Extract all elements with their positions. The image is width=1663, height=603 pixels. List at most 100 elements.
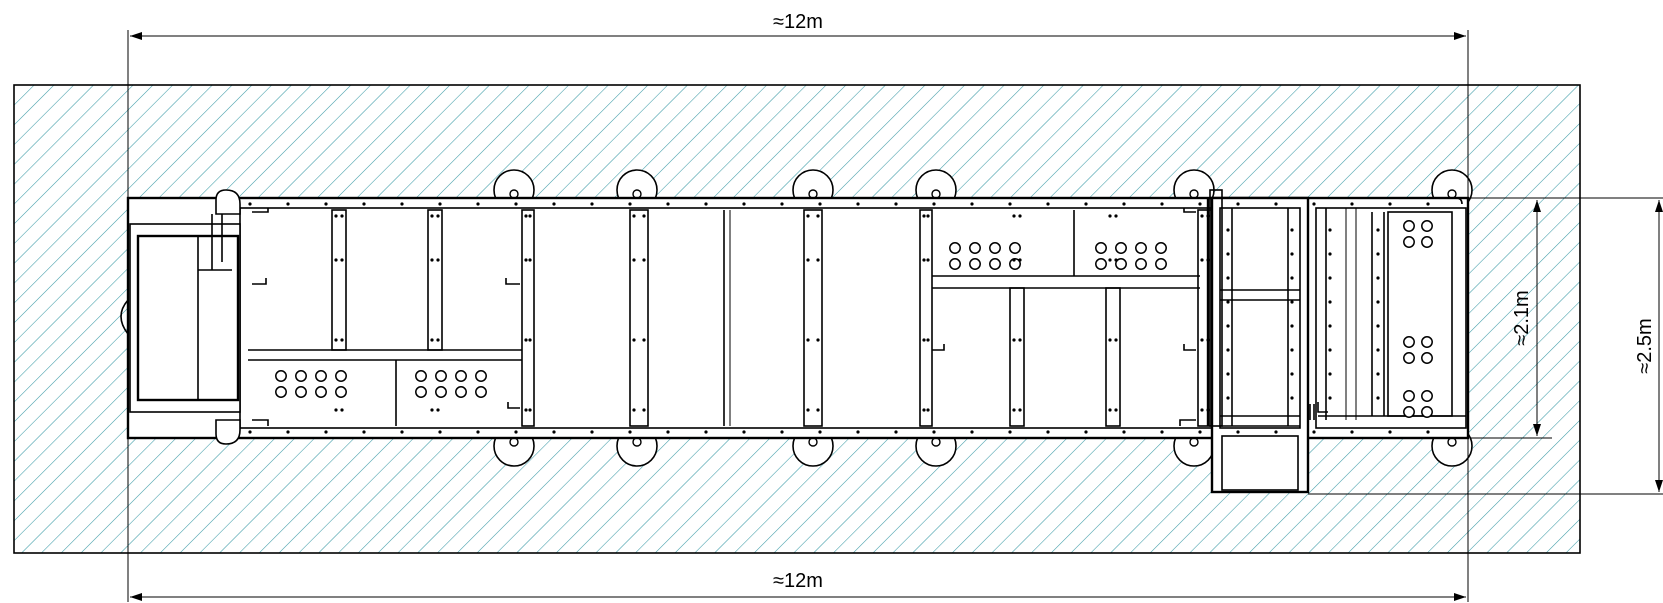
rivet [430, 338, 434, 342]
rivet [1122, 430, 1126, 434]
rivet [894, 430, 898, 434]
vent-hole [1421, 352, 1433, 364]
vent-hole [295, 386, 307, 398]
vent-hole [435, 386, 447, 398]
rivet [666, 430, 670, 434]
rivet [436, 214, 440, 218]
rivet [1290, 276, 1294, 280]
rivet [856, 202, 860, 206]
vent-hole [475, 386, 487, 398]
rivet [1388, 202, 1392, 206]
vent-hole [1009, 242, 1021, 254]
rivet [1274, 430, 1278, 434]
rivet [1328, 324, 1332, 328]
vent-hole [1155, 258, 1167, 270]
rivet [528, 214, 532, 218]
rivet [514, 202, 518, 206]
rivet [438, 202, 442, 206]
vent-hole [435, 370, 447, 382]
rivet [1290, 348, 1294, 352]
dimension-bottom-length: ≈12m [127, 438, 1469, 602]
rivet [1328, 372, 1332, 376]
rivet [642, 214, 646, 218]
rivet [1376, 324, 1380, 328]
rivet [818, 202, 822, 206]
rivet [362, 202, 366, 206]
rivet [1046, 202, 1050, 206]
rivet [1290, 228, 1294, 232]
rivet [1290, 324, 1294, 328]
rivet [780, 430, 784, 434]
rivet [922, 258, 926, 262]
rivet [1012, 258, 1016, 262]
rivet [1114, 258, 1118, 262]
vent-hole [1155, 242, 1167, 254]
rivet [1084, 430, 1088, 434]
rivet [1108, 408, 1112, 412]
rivet [590, 202, 594, 206]
rivet [632, 214, 636, 218]
rivet [742, 202, 746, 206]
rivet [926, 408, 930, 412]
rivet [632, 258, 636, 262]
rivet [524, 338, 528, 342]
rivet [628, 430, 632, 434]
rivet [1328, 396, 1332, 400]
rivet [1160, 430, 1164, 434]
rivet [816, 408, 820, 412]
rivet [816, 258, 820, 262]
rivet [970, 430, 974, 434]
vent-hole [1403, 352, 1415, 364]
vent-hole [1403, 336, 1415, 348]
bottom-length-label: ≈12m [773, 570, 823, 592]
rivet [248, 202, 252, 206]
rivet [1114, 214, 1118, 218]
rivet [1206, 214, 1210, 218]
vent-hole [1421, 336, 1433, 348]
rivet [1290, 300, 1294, 304]
vent-hole [969, 258, 981, 270]
rivet [1388, 430, 1392, 434]
rivet [628, 202, 632, 206]
rivet [1274, 202, 1278, 206]
rivet [922, 408, 926, 412]
rivet [1226, 396, 1230, 400]
rivet [1198, 430, 1202, 434]
vent-hole [315, 370, 327, 382]
rivet [324, 202, 328, 206]
vent-hole [1403, 236, 1415, 248]
rivet [1290, 252, 1294, 256]
vent-hole [455, 370, 467, 382]
rivet [528, 338, 532, 342]
vent-hole [275, 386, 287, 398]
rivet [922, 338, 926, 342]
rivet [970, 202, 974, 206]
rivet [324, 430, 328, 434]
rivet [1426, 430, 1430, 434]
rivet [806, 338, 810, 342]
rivet [816, 214, 820, 218]
dimension-outer-width: ≈2.5m [1308, 197, 1663, 495]
rivet [1108, 258, 1112, 262]
vent-hole [949, 258, 961, 270]
rivet [1206, 408, 1210, 412]
vent-hole [1135, 258, 1147, 270]
rivet [286, 202, 290, 206]
rivet [1200, 408, 1204, 412]
rivet [340, 214, 344, 218]
rivet [1376, 276, 1380, 280]
vent-hole [1421, 390, 1433, 402]
rivet [806, 408, 810, 412]
rivet [362, 430, 366, 434]
vent-hole [1115, 258, 1127, 270]
rivet [1376, 396, 1380, 400]
rivet [476, 202, 480, 206]
rivet [340, 258, 344, 262]
vent-hole [1403, 406, 1415, 418]
rivet [334, 408, 338, 412]
rivet [1198, 202, 1202, 206]
vent-hole [1135, 242, 1147, 254]
rivet [400, 430, 404, 434]
vent-hole [1095, 258, 1107, 270]
